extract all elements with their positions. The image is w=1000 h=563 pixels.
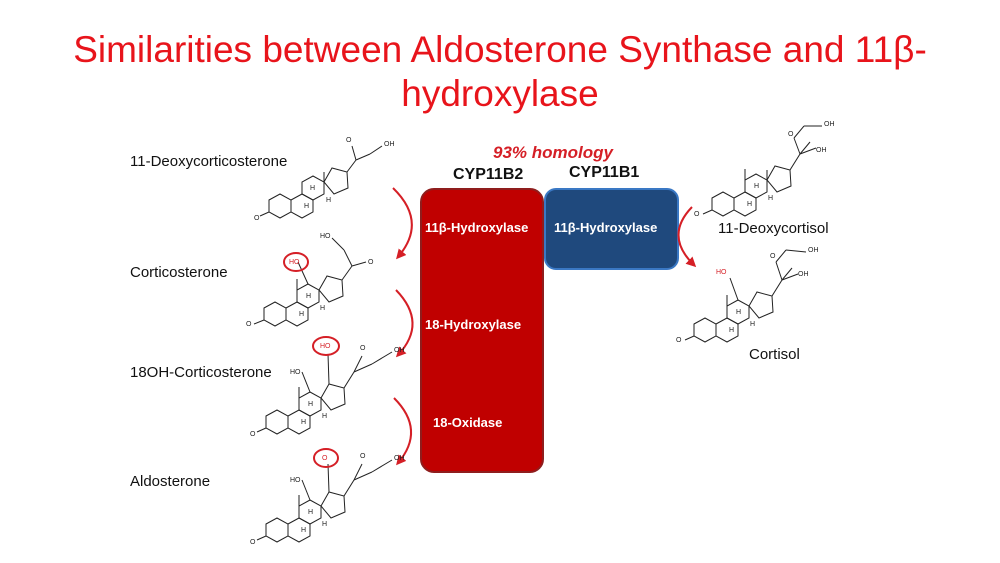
- molecule-18oh-corticosterone: HO HO O O OH H H H: [250, 336, 405, 438]
- atom-oh-21: OH: [824, 121, 835, 128]
- homology-label: 93% homology: [493, 143, 613, 162]
- atom-o-carbonyl: O: [788, 131, 794, 138]
- atom-oh: OH: [394, 347, 405, 354]
- atom-oh: OH: [394, 455, 405, 462]
- atom-h-2: H: [320, 305, 325, 312]
- atom-ho-highlight: HO: [716, 269, 727, 276]
- arrow-corticosterone-to-18oh: [395, 289, 414, 358]
- slide-title: Similarities between Aldosterone Synthas…: [73, 29, 927, 114]
- atom-o-ketone: O: [676, 337, 682, 344]
- atom-h-3: H: [301, 419, 306, 426]
- label-aldosterone: Aldosterone: [130, 473, 211, 490]
- atom-o-aldehyde-highlight: O: [322, 455, 328, 462]
- atom-h-3: H: [301, 527, 306, 534]
- atom-h-1: H: [306, 293, 311, 300]
- molecule-corticosterone: HO O O HO H H H: [246, 233, 374, 328]
- atom-o-carbonyl: O: [360, 345, 366, 352]
- atom-ho-11: HO: [290, 369, 301, 376]
- atom-h-1: H: [310, 185, 315, 192]
- atom-o-carbonyl: O: [360, 453, 366, 460]
- arrow-18oh-to-aldosterone: [393, 397, 413, 466]
- arrow-doc-to-corticosterone: [392, 187, 413, 260]
- atom-h-2: H: [322, 413, 327, 420]
- molecule-cortisol: HO O O OH OH H H H: [676, 247, 819, 344]
- molecule-11-deoxycorticosterone: O O OH H H H: [254, 137, 395, 222]
- atom-h-3: H: [304, 203, 309, 210]
- cyp11b2-step-11b-hydroxylase: 11β-Hydroxylase: [425, 220, 529, 235]
- label-18oh-corticosterone: 18OH-Corticosterone: [130, 364, 272, 381]
- atom-h-2: H: [750, 321, 755, 328]
- atom-o-ketone: O: [250, 539, 256, 546]
- cyp11b2-step-18-hydroxylase: 18-Hydroxylase: [425, 317, 522, 332]
- arrow-deoxycortisol-to-cortisol: [677, 206, 697, 268]
- cyp11b1-box: [544, 188, 679, 270]
- cyp11b2-box: [420, 188, 544, 473]
- atom-h-2: H: [768, 195, 773, 202]
- atom-h-2: H: [322, 521, 327, 528]
- atom-h-2: H: [326, 197, 331, 204]
- cyp11b1-step-11b-hydroxylase: 11β-Hydroxylase: [554, 220, 658, 235]
- atom-oh: OH: [384, 141, 395, 148]
- atom-o-ketone: O: [250, 431, 256, 438]
- molecule-11-deoxycortisol: O O OH OH H H H: [694, 121, 835, 218]
- atom-h-1: H: [308, 401, 313, 408]
- atom-h-3: H: [729, 327, 734, 334]
- atom-o-carbonyl: O: [346, 137, 352, 144]
- atom-h-1: H: [754, 183, 759, 190]
- atom-ho-highlight: HO: [289, 259, 300, 266]
- label-corticosterone: Corticosterone: [130, 264, 228, 281]
- atom-oh-21: OH: [808, 247, 819, 254]
- cyp11b2-step-18-oxidase: 18-Oxidase: [433, 415, 503, 430]
- atom-o-ketone: O: [694, 211, 700, 218]
- enzyme-cyp11b2-label: CYP11B2: [453, 166, 524, 183]
- atom-h-1: H: [736, 309, 741, 316]
- atom-h-3: H: [299, 311, 304, 318]
- label-cortisol: Cortisol: [749, 346, 800, 363]
- label-11-deoxycortisol: 11-Deoxycortisol: [718, 220, 829, 237]
- atom-o-carbonyl: O: [368, 259, 374, 266]
- atom-o-carbonyl: O: [770, 253, 776, 260]
- enzyme-cyp11b1-label: CYP11B1: [569, 164, 640, 181]
- atom-ho-11: HO: [290, 477, 301, 484]
- molecule-aldosterone: O HO O O OH H H H: [250, 448, 405, 546]
- atom-ho-highlight: HO: [320, 343, 331, 350]
- atom-ho: HO: [320, 233, 331, 240]
- atom-o-ketone: O: [254, 215, 260, 222]
- atom-h-1: H: [308, 509, 313, 516]
- atom-o-ketone: O: [246, 321, 252, 328]
- atom-oh-17: OH: [816, 147, 827, 154]
- atom-h-3: H: [747, 201, 752, 208]
- label-11-deoxycorticosterone: 11-Deoxycorticosterone: [130, 153, 288, 170]
- atom-oh-17: OH: [798, 271, 809, 278]
